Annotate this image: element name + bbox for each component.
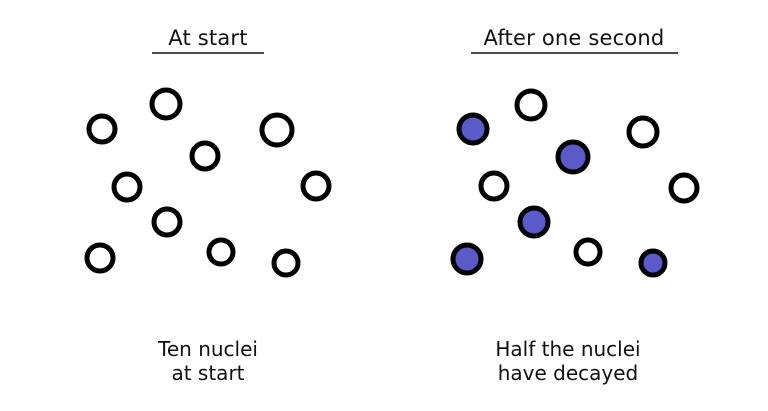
panel-title-after-one-second: After one second	[484, 26, 665, 50]
nucleus-decayed	[456, 112, 490, 146]
nucleus-undecayed	[514, 88, 548, 122]
nuclei-group-after-one-second	[450, 88, 700, 278]
panel-after-one-second: After one second Half the nuclei have de…	[450, 26, 700, 385]
nuclei-group-at-start	[84, 87, 332, 278]
nucleus-undecayed	[149, 87, 183, 121]
nucleus-undecayed	[271, 248, 301, 278]
nucleus-undecayed	[573, 237, 603, 267]
nucleus-decayed	[517, 205, 551, 239]
nucleus-decayed	[450, 242, 484, 276]
nucleus-undecayed	[300, 170, 332, 202]
nucleus-undecayed	[189, 140, 221, 172]
nucleus-undecayed	[626, 115, 660, 149]
panel-caption-line2-at-start: at start	[171, 361, 244, 385]
nucleus-undecayed	[151, 206, 183, 238]
nucleus-undecayed	[668, 172, 700, 204]
nucleus-undecayed	[478, 170, 510, 202]
panel-at-start: At start Ten nuclei at start	[84, 26, 332, 385]
panel-title-at-start: At start	[168, 26, 247, 50]
nucleus-undecayed	[84, 242, 116, 274]
nucleus-undecayed	[111, 171, 143, 203]
panel-caption-line2-after-one-second: have decayed	[498, 361, 639, 385]
nucleus-undecayed	[206, 237, 236, 267]
nucleus-undecayed	[86, 113, 118, 145]
nucleus-decayed	[555, 139, 591, 175]
panel-caption-line1-after-one-second: Half the nuclei	[495, 337, 640, 361]
nucleus-undecayed	[259, 112, 295, 148]
nucleus-decayed	[638, 248, 668, 278]
panel-caption-line1-at-start: Ten nuclei	[157, 337, 258, 361]
